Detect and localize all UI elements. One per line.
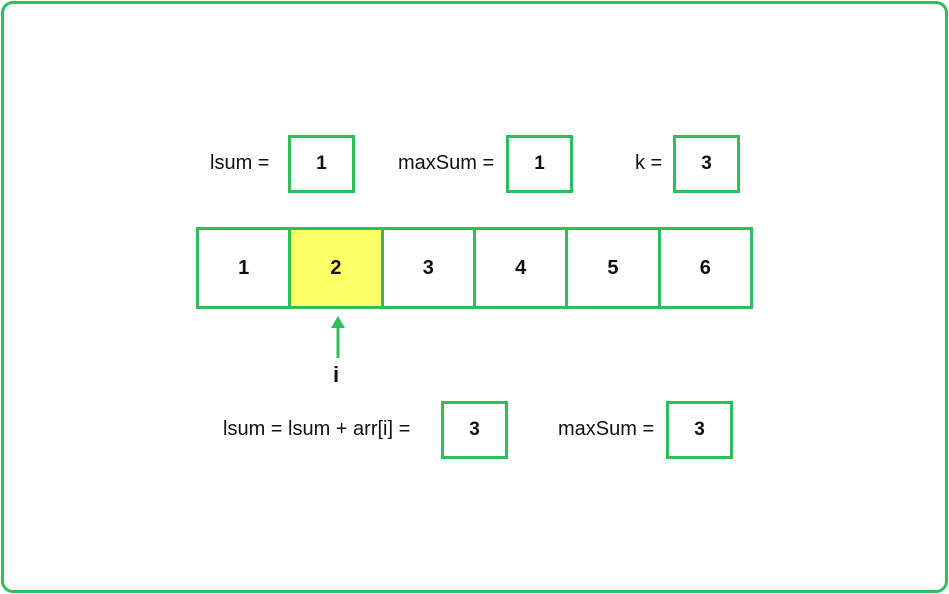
lsum-update-label: lsum = lsum + arr[i] =	[223, 418, 411, 440]
array-cell-1: 2	[291, 230, 384, 306]
maxsum-new-value-box: 3	[666, 401, 733, 459]
pointer-label: i	[333, 362, 340, 387]
lsum-value-box: 1	[288, 135, 355, 193]
maxsum-new-label: maxSum =	[558, 418, 655, 440]
k-label: k =	[635, 152, 663, 174]
array-cell-0: 1	[199, 230, 292, 306]
lsum-label: lsum =	[210, 152, 270, 174]
k-value-box: 3	[673, 135, 740, 193]
array-cell-5: 6	[660, 230, 750, 306]
pointer-arrow-icon	[331, 316, 345, 358]
array-cell-3: 4	[475, 230, 569, 306]
maxsum-label: maxSum =	[398, 152, 495, 174]
array-cell-4: 5	[568, 230, 661, 306]
maxsum-value-box: 1	[506, 135, 573, 193]
array-cell-2: 3	[383, 230, 476, 306]
array: 1 2 3 4 5 6	[196, 227, 753, 309]
lsum-update-value-box: 3	[441, 401, 508, 459]
